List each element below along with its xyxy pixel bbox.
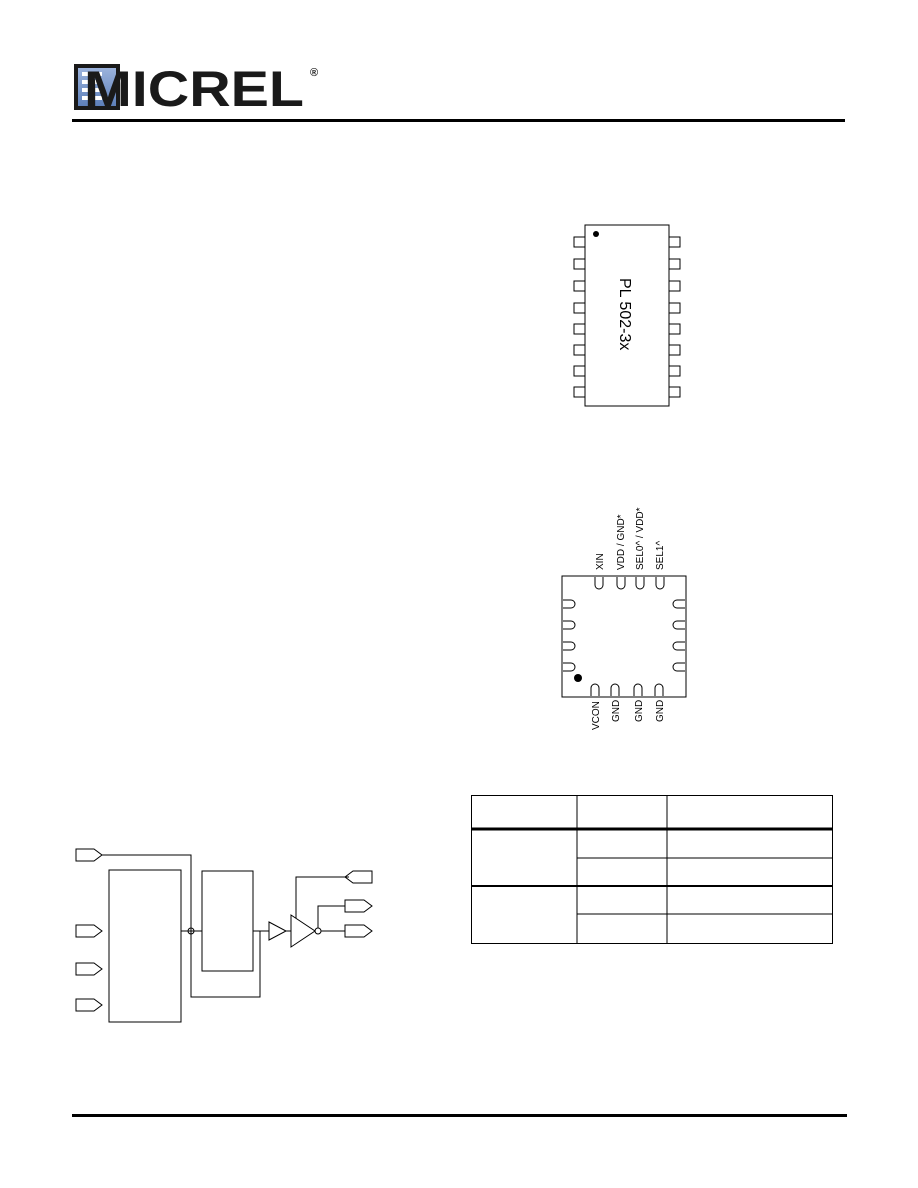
- registered-mark: ®: [310, 67, 318, 79]
- soic-right-pins: [668, 236, 681, 398]
- oscillator-block: [108, 869, 182, 1023]
- qfn-bottom-pin-label: GND: [611, 700, 622, 722]
- footer-rule: [72, 1114, 847, 1117]
- selection-table: [471, 795, 833, 944]
- qfn-top-pin-label: SEL1^: [655, 541, 666, 570]
- brand-text: MICREL: [84, 62, 304, 112]
- output-pin: [344, 870, 373, 884]
- output-pin: [344, 899, 373, 913]
- output-pin: [344, 924, 373, 938]
- soic-left-pins: [573, 236, 586, 398]
- qfn-right-pins: [672, 599, 685, 672]
- multiplier-block: [201, 870, 254, 972]
- input-pin-xin: [75, 848, 103, 862]
- qfn-top-pins: [594, 577, 665, 590]
- input-pin: [75, 962, 103, 976]
- input-pin: [75, 998, 103, 1012]
- qfn-top-pin-label: VDD / GND*: [616, 514, 627, 570]
- qfn-package-diagram: XIN VDD / GND* SEL0^ / VDD* SEL1^ VCON G…: [561, 507, 687, 730]
- qfn-pin1-marker: [574, 674, 582, 682]
- qfn-bottom-pin-label: GND: [655, 700, 666, 722]
- input-pin: [75, 924, 103, 938]
- buffer-symbol: [268, 921, 288, 941]
- qfn-top-pin-label: SEL0^ / VDD*: [635, 507, 646, 570]
- qfn-bottom-pins: [590, 683, 664, 696]
- qfn-bottom-pin-label: VCON: [591, 701, 602, 730]
- soic-part-label: PL 502-3x: [616, 278, 633, 350]
- qfn-left-pins: [563, 599, 576, 672]
- qfn-bottom-pin-label: GND: [634, 700, 645, 722]
- header-rule: [72, 119, 845, 122]
- block-diagram: [75, 848, 373, 1023]
- pin1-marker: [593, 231, 599, 237]
- qfn-top-pin-label: XIN: [595, 553, 606, 570]
- soic-package-diagram: PL 502-3x: [573, 224, 681, 407]
- micrel-logo: MICREL ®: [74, 62, 318, 112]
- output-buffer-symbol: [290, 914, 316, 948]
